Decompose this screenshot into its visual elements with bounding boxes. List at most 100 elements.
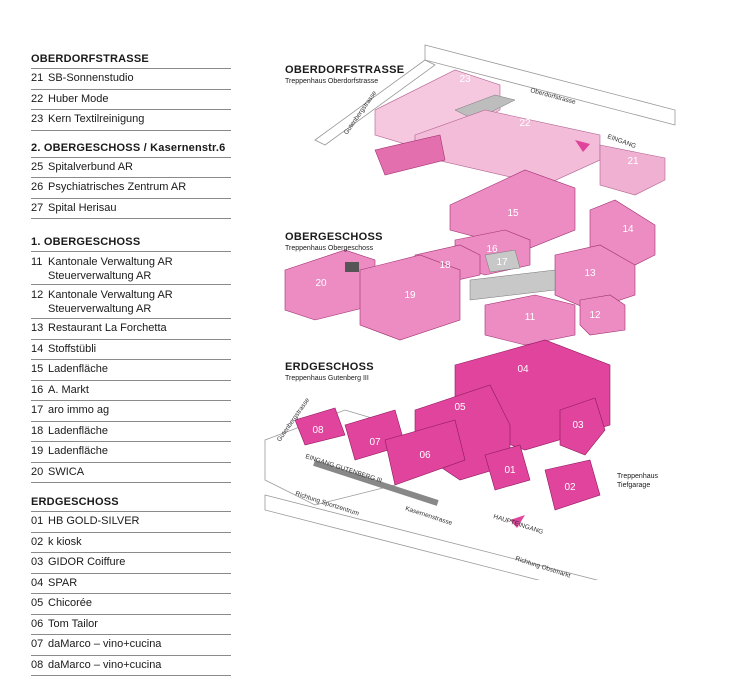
unit-15-shape[interactable] — [449, 169, 576, 251]
unit-number-03[interactable]: 03 — [572, 420, 584, 431]
legend-row-number: 17 — [31, 404, 44, 416]
street-label-sportzentrum: Richtung Sportzentrum — [294, 490, 359, 517]
legend-row-number: 23 — [31, 113, 44, 125]
svg-text:ERDGESCHOSS: ERDGESCHOSS — [285, 361, 374, 373]
legend-row[interactable]: 15 Ladenfläche — [31, 360, 231, 381]
unit-number-11[interactable]: 11 — [525, 312, 536, 323]
unit-number-13[interactable]: 13 — [584, 268, 596, 279]
legend-row-number: 25 — [31, 160, 44, 173]
unit-06-shape[interactable] — [384, 419, 466, 486]
unit-11-shape[interactable] — [484, 294, 576, 346]
legend-row-name: Tom Tailor — [48, 617, 98, 630]
legend-row-number: 06 — [31, 617, 44, 630]
unit-12-shape[interactable] — [579, 294, 626, 336]
unit-02-shape[interactable] — [544, 459, 601, 511]
unit-21-shape[interactable] — [599, 144, 666, 196]
unit-number-01[interactable]: 01 — [504, 465, 516, 476]
legend-section-title: OBERDORFSTRASSE — [31, 53, 149, 65]
legend-row-name: daMarco – vino+cucina — [48, 638, 162, 650]
legend-row[interactable]: 25 Spitalverbund AR — [31, 156, 231, 178]
street-label-gutenberg-top: Gutenbergstrasse — [343, 89, 379, 136]
unit-number-07[interactable]: 07 — [369, 437, 381, 448]
legend-row-name: Kantonale Verwaltung AR Steuerverwaltung… — [48, 289, 173, 315]
unit-number-06[interactable]: 06 — [419, 450, 431, 461]
legend-row-name: daMarco – vino+cucina — [48, 658, 162, 671]
legend-row[interactable]: 06 Tom Tailor — [31, 615, 231, 635]
legend-row[interactable]: 23 Kern Textilreinigung — [31, 110, 231, 131]
level-heading-oberdorf: OBERDORFSTRASSE Treppenhaus Oberdorfstra… — [285, 64, 404, 85]
legend-row-name: Psychiatrisches Zentrum AR — [48, 181, 187, 193]
legend-row-number: 03 — [31, 556, 44, 568]
legend-row-number: 15 — [31, 363, 44, 375]
svg-text:Treppenhaus Gutenberg III: Treppenhaus Gutenberg III — [285, 375, 369, 382]
legend-row-name: aro immo ag — [48, 404, 110, 416]
unit-number-23[interactable]: 23 — [459, 74, 471, 85]
legend-row-number: 19 — [31, 445, 44, 457]
unit-13-shape[interactable] — [554, 244, 636, 311]
level-heading-erd: ERDGESCHOSS Treppenhaus Gutenberg III — [285, 361, 374, 382]
unit-number-21[interactable]: 21 — [627, 156, 639, 167]
legend-row-name: Kern Textilreinigung — [48, 113, 145, 125]
unit-number-12[interactable]: 12 — [589, 310, 601, 321]
unit-number-19[interactable]: 19 — [404, 290, 416, 301]
level-obergeschoss — [284, 169, 656, 346]
unit-number-04[interactable]: 04 — [517, 364, 529, 375]
unit-03-shape[interactable] — [559, 397, 606, 456]
legend-section: 2. OBERGESCHOSS / Kasernenstr.6 25 Spitalv… — [31, 139, 231, 219]
unit-number-18[interactable]: 18 — [439, 260, 451, 271]
eingang-gutenberg-label: EINGANG GUTENBERG III — [304, 453, 383, 484]
legend-row-number: 01 — [31, 515, 44, 527]
unit-number-22[interactable]: 22 — [519, 118, 531, 129]
unit-number-15[interactable]: 15 — [507, 208, 519, 219]
legend-row-name: Ladenfläche — [48, 363, 108, 375]
legend-row-name: GIDOR Coiffure — [48, 556, 126, 568]
street-label-oberdorf: Oberdorfstrasse — [529, 87, 576, 106]
unit-number-20[interactable]: 20 — [315, 278, 327, 289]
unit-08-shape[interactable] — [294, 407, 346, 446]
legend-row-name: Kantonale Verwaltung AR Steuerverwaltung… — [48, 256, 173, 282]
unit-number-17[interactable]: 17 — [496, 257, 508, 268]
level-heading-ober: OBERGESCHOSS Treppenhaus Obergeschoss — [285, 231, 382, 252]
legend-row-name: SWICA — [48, 465, 85, 478]
legend-section-title: 2. OBERGESCHOSS / Kasernenstr.6 — [31, 141, 226, 154]
legend-row-number: 16 — [31, 383, 44, 396]
legend-row-number: 26 — [31, 181, 44, 193]
legend-row[interactable]: 17 aro immo ag — [31, 401, 231, 422]
legend-row-name: Spitalverbund AR — [48, 160, 133, 173]
unit-23-shape[interactable] — [374, 69, 501, 151]
unit-number-14[interactable]: 14 — [622, 224, 634, 235]
legend-row-number: 08 — [31, 658, 44, 671]
unit-number-16[interactable]: 16 — [486, 244, 498, 255]
unit-19-shape[interactable] — [359, 254, 461, 341]
unit-number-08[interactable]: 08 — [312, 425, 324, 436]
unit-17-shape[interactable] — [484, 249, 521, 273]
unit-01-shape[interactable] — [484, 444, 531, 491]
legend-row[interactable]: 08 daMarco – vino+cucina — [31, 656, 231, 676]
level-oberdorfstrasse — [314, 44, 676, 196]
legend-row[interactable]: 26 Psychiatrisches Zentrum AR — [31, 178, 231, 199]
unit-number-02[interactable]: 02 — [564, 482, 576, 493]
street-label-kasernen: Kasernenstrasse — [404, 505, 453, 527]
unit-number-05[interactable]: 05 — [454, 402, 466, 413]
legend-row[interactable]: 03 GIDOR Coiffure — [31, 553, 231, 574]
